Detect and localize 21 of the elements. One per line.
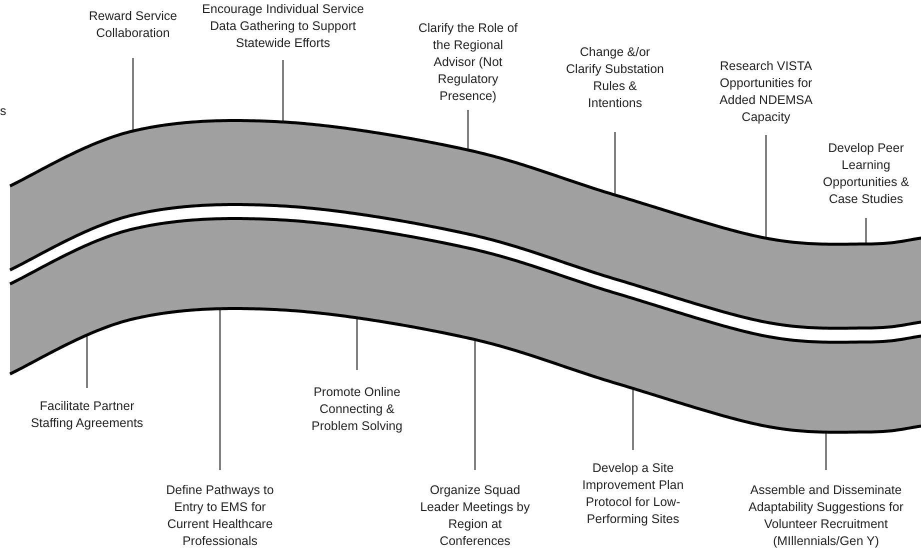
goal-text: Reward Service Collaboration bbox=[88, 8, 178, 42]
goal-text: Promote Online Connecting & Problem Solving bbox=[310, 384, 404, 435]
goal-text: Develop a Site Improvement Plan Protocol for Low-Performing Sites bbox=[581, 460, 685, 528]
leader-line bbox=[632, 388, 634, 450]
goal-text: Assemble and Disseminate Adaptability Suggestions for Volunteer Recruitment (MIllennials/Gen Y) bbox=[748, 482, 904, 550]
leader-line bbox=[356, 318, 358, 370]
goal-text: Clarify the Role of the Regional Advisor (Not Regulatory Presence) bbox=[418, 20, 518, 105]
leader-line bbox=[614, 132, 616, 194]
goal-text: Change &/or Clarify Substation Rules & Intentions bbox=[565, 44, 665, 112]
goal-text: Develop Peer Learning Opportunities & Case Studies bbox=[822, 140, 910, 208]
leader-line bbox=[474, 340, 476, 470]
road-band bbox=[9, 217, 921, 434]
goal-text: Research VISTA Opportunities for Added NDEMSA Capacity bbox=[718, 58, 814, 126]
goal-text: Encourage Individual Service Data Gathering to Support Statewide Efforts bbox=[201, 1, 365, 52]
goal-text: Organize Squad Leader Meetings by Region at Conferences bbox=[419, 482, 531, 550]
goal-text: Facilitate Partner Staffing Agreements bbox=[30, 398, 144, 432]
goal-text: Define Pathways to Entry to EMS for Current Healthcare Professionals bbox=[165, 482, 275, 550]
leader-line bbox=[132, 58, 134, 130]
leader-line bbox=[282, 60, 284, 122]
leader-line bbox=[86, 336, 88, 388]
cut-off-text: s bbox=[0, 104, 6, 118]
